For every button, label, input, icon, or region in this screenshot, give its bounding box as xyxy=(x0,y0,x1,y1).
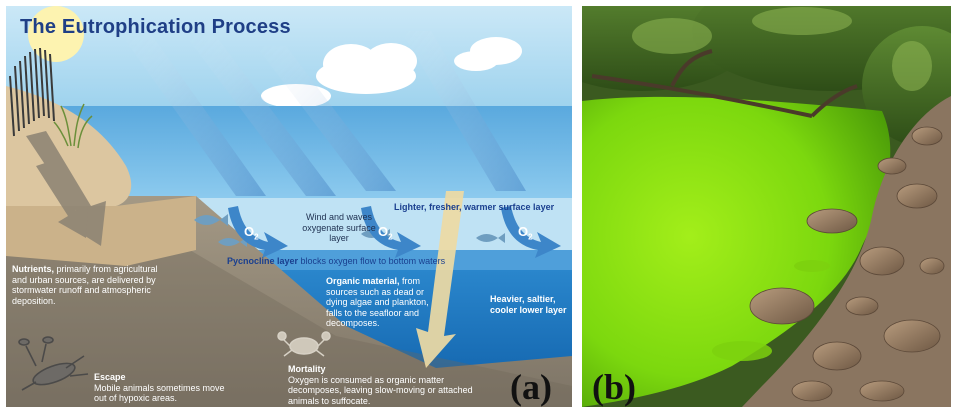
surface-layer-label: Lighter, fresher, warmer surface layer xyxy=(394,202,555,212)
organic-material-label: Organic material, from sources such as d… xyxy=(326,276,444,329)
algae-patches xyxy=(712,260,830,361)
mortality-text: Oxygen is consumed as organic matter dec… xyxy=(288,374,473,406)
organic-arrow xyxy=(416,191,464,368)
panel-b-tag: (b) xyxy=(592,367,636,407)
dune-fence xyxy=(9,47,55,137)
o2-label-2: O2 xyxy=(378,224,393,242)
mortality-title: Mortality xyxy=(288,364,326,374)
dune-grass xyxy=(53,103,93,149)
seafloor-shade xyxy=(6,236,572,407)
eutrophication-diagram-panel: The Eutrophication Process O2 O2 O2 Wind… xyxy=(6,6,572,407)
lobster-illustration xyxy=(18,336,89,391)
wind-waves-label: Wind and waves oxygenate surface layer xyxy=(302,212,376,243)
algae-bloom-photo-panel: (b) xyxy=(582,6,951,407)
escape-title: Escape xyxy=(94,372,126,382)
sunbeams xyxy=(121,31,526,196)
pycnocline-label: Pycnocline layer blocks oxygen flow to b… xyxy=(227,256,567,267)
pycnocline-title: Pycnocline layer xyxy=(227,256,299,266)
sun xyxy=(28,6,84,62)
o2-arrows xyxy=(228,206,561,258)
runoff-arrows xyxy=(26,131,106,246)
panel-a-tag: (a) xyxy=(510,367,552,407)
nutrients-label: Nutrients, primarily from agricultural a… xyxy=(12,264,160,306)
foliage-highlights xyxy=(632,7,932,91)
nutrients-title: Nutrients, xyxy=(12,264,55,274)
eutrophication-illustration xyxy=(6,6,572,407)
algae-covered-water xyxy=(582,96,891,407)
tree-branches xyxy=(591,49,858,118)
diagram-title: The Eutrophication Process xyxy=(20,16,291,38)
crab-illustration xyxy=(277,331,331,357)
rocks xyxy=(749,126,945,402)
pycnocline xyxy=(196,250,572,270)
o2-label-3: O2 xyxy=(518,224,533,242)
pycnocline-text: blocks oxygen flow to bottom waters xyxy=(298,256,446,266)
organic-title: Organic material, xyxy=(326,276,400,286)
organic-text: from sources such as dead or dying algae… xyxy=(326,276,429,328)
lower-layer-label: Heavier, saltier, cooler lower layer xyxy=(490,294,567,315)
o2-label-1: O2 xyxy=(244,224,259,242)
sand-dune xyxy=(6,86,132,206)
nutrients-text: primarily from agricultural and urban so… xyxy=(12,264,158,306)
escape-text: Mobile animals sometimes move out of hyp… xyxy=(94,382,225,404)
algae-bloom-photo xyxy=(582,6,951,407)
